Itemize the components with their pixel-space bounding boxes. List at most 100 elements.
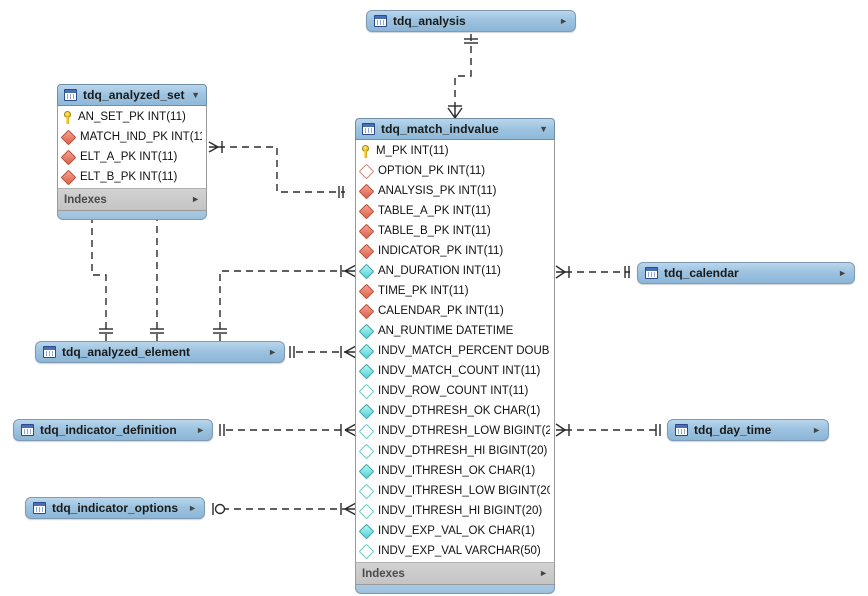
table-node-tdq_analysis[interactable]: tdq_analysis ► bbox=[366, 10, 576, 32]
table-field-row[interactable]: TABLE_A_PK INT(11) bbox=[356, 201, 554, 221]
column-diamond-icon bbox=[358, 543, 375, 559]
table-field-row[interactable]: AN_RUNTIME DATETIME bbox=[356, 321, 554, 341]
table-field-row[interactable]: INDV_ITHRESH_LOW BIGINT(20) bbox=[356, 481, 554, 501]
table-header[interactable]: tdq_match_indvalue ▼ bbox=[355, 118, 555, 140]
foreign-key-diamond-icon bbox=[358, 203, 375, 219]
table-field-row[interactable]: MATCH_IND_PK INT(11) bbox=[58, 127, 206, 147]
chevron-right-icon[interactable]: ► bbox=[838, 267, 847, 278]
column-diamond-icon bbox=[358, 503, 375, 519]
table-title: tdq_indicator_options bbox=[52, 501, 178, 515]
chevron-right-icon[interactable]: ► bbox=[191, 194, 200, 204]
column-diamond-icon bbox=[358, 403, 375, 419]
table-title: tdq_analysis bbox=[393, 14, 466, 28]
table-field-row[interactable]: AN_SET_PK INT(11) bbox=[58, 107, 206, 127]
foreign-key-diamond-icon bbox=[358, 183, 375, 199]
field-label: TIME_PK INT(11) bbox=[378, 285, 469, 297]
foreign-key-diamond-icon bbox=[60, 149, 77, 165]
field-icon bbox=[358, 203, 375, 219]
table-field-row[interactable]: ELT_A_PK INT(11) bbox=[58, 147, 206, 167]
field-label: ELT_A_PK INT(11) bbox=[80, 151, 178, 163]
field-icon bbox=[358, 423, 375, 439]
table-field-row[interactable]: TIME_PK INT(11) bbox=[356, 281, 554, 301]
indexes-label: Indexes bbox=[362, 567, 405, 580]
field-label: INDV_ITHRESH_OK CHAR(1) bbox=[378, 465, 536, 477]
chevron-right-icon[interactable]: ► bbox=[268, 346, 277, 357]
chevron-right-icon[interactable]: ► bbox=[188, 502, 197, 513]
table-field-row[interactable]: INDV_ITHRESH_HI BIGINT(20) bbox=[356, 501, 554, 521]
marker-crowsfoot-mi-top bbox=[447, 107, 463, 119]
chevron-down-icon[interactable]: ▼ bbox=[539, 123, 548, 134]
field-icon bbox=[358, 303, 375, 319]
table-icon bbox=[362, 123, 375, 135]
field-icon bbox=[358, 223, 375, 239]
table-field-row[interactable]: ANALYSIS_PK INT(11) bbox=[356, 181, 554, 201]
table-field-row[interactable]: INDV_MATCH_COUNT INT(11) bbox=[356, 361, 554, 381]
field-label: MATCH_IND_PK INT(11) bbox=[80, 131, 202, 143]
table-field-row[interactable]: AN_DURATION INT(11) bbox=[356, 261, 554, 281]
table-node-tdq_indicator_definition[interactable]: tdq_indicator_definition ► bbox=[13, 419, 213, 441]
field-label: INDV_MATCH_PERCENT DOUBLE bbox=[378, 345, 550, 357]
table-field-row[interactable]: INDICATOR_PK INT(11) bbox=[356, 241, 554, 261]
table-field-row[interactable]: TABLE_B_PK INT(11) bbox=[356, 221, 554, 241]
field-icon bbox=[358, 523, 375, 539]
field-icon bbox=[358, 543, 375, 559]
field-label: AN_DURATION INT(11) bbox=[378, 265, 501, 277]
indexes-row[interactable]: Indexes ► bbox=[57, 188, 207, 211]
table-field-row[interactable]: INDV_DTHRESH_LOW BIGINT(20) bbox=[356, 421, 554, 441]
table-field-row[interactable]: M_PK INT(11) bbox=[356, 141, 554, 161]
table-field-row[interactable]: CALENDAR_PK INT(11) bbox=[356, 301, 554, 321]
table-icon bbox=[21, 424, 34, 436]
table-field-row[interactable]: INDV_EXP_VAL VARCHAR(50) bbox=[356, 541, 554, 561]
chevron-right-icon[interactable]: ► bbox=[812, 424, 821, 435]
foreign-key-diamond-icon bbox=[358, 303, 375, 319]
marker-crowsfoot-mi-right430 bbox=[555, 423, 566, 437]
chevron-right-icon[interactable]: ► bbox=[539, 568, 548, 578]
indexes-row[interactable]: Indexes ► bbox=[355, 562, 555, 585]
table-field-list: AN_SET_PK INT(11) MATCH_IND_PK INT(11) ELT… bbox=[57, 106, 207, 188]
field-icon bbox=[358, 383, 375, 399]
key-icon bbox=[360, 144, 371, 158]
table-field-row[interactable]: INDV_MATCH_PERCENT DOUBLE bbox=[356, 341, 554, 361]
chevron-right-icon[interactable]: ► bbox=[559, 15, 568, 26]
link-analyzedset-matchindvalue bbox=[218, 146, 345, 193]
table-field-row[interactable]: INDV_EXP_VAL_OK CHAR(1) bbox=[356, 521, 554, 541]
marker-crowsfoot-mi-right272 bbox=[555, 265, 566, 279]
table-node-tdq_indicator_options[interactable]: tdq_indicator_options ► bbox=[25, 497, 205, 519]
field-label: ANALYSIS_PK INT(11) bbox=[378, 185, 497, 197]
table-field-row[interactable]: INDV_DTHRESH_HI BIGINT(20) bbox=[356, 441, 554, 461]
table-icon bbox=[645, 267, 658, 279]
field-icon bbox=[358, 183, 375, 199]
chevron-right-icon[interactable]: ► bbox=[196, 424, 205, 435]
field-label: INDV_ITHRESH_HI BIGINT(20) bbox=[378, 505, 543, 517]
field-label: CALENDAR_PK INT(11) bbox=[378, 305, 504, 317]
table-icon bbox=[43, 346, 56, 358]
table-title: tdq_analyzed_element bbox=[62, 345, 191, 359]
field-label: INDV_EXP_VAL VARCHAR(50) bbox=[378, 545, 541, 557]
table-node-tdq_calendar[interactable]: tdq_calendar ► bbox=[637, 262, 855, 284]
table-node-tdq_day_time[interactable]: tdq_day_time ► bbox=[667, 419, 829, 441]
table-field-row[interactable]: INDV_ROW_COUNT INT(11) bbox=[356, 381, 554, 401]
table-field-row[interactable]: INDV_ITHRESH_OK CHAR(1) bbox=[356, 461, 554, 481]
table-node-tdq_match_indvalue[interactable]: tdq_match_indvalue ▼ M_PK INT(11)OPTION_… bbox=[355, 118, 555, 594]
table-header[interactable]: tdq_analyzed_set ▼ bbox=[57, 84, 207, 106]
field-label: ELT_B_PK INT(11) bbox=[80, 171, 178, 183]
table-title: tdq_calendar bbox=[664, 266, 739, 280]
field-label: INDV_DTHRESH_HI BIGINT(20) bbox=[378, 445, 548, 457]
table-title: tdq_analyzed_set bbox=[83, 88, 185, 102]
field-label: TABLE_A_PK INT(11) bbox=[378, 205, 491, 217]
table-field-row[interactable]: OPTION_PK INT(11) bbox=[356, 161, 554, 181]
foreign-key-diamond-icon bbox=[358, 243, 375, 259]
field-label: AN_SET_PK INT(11) bbox=[78, 111, 186, 123]
table-field-row[interactable]: ELT_B_PK INT(11) bbox=[58, 167, 206, 187]
field-icon bbox=[358, 363, 375, 379]
table-node-tdq_analyzed_set[interactable]: tdq_analyzed_set ▼ AN_SET_PK INT(11) MATC… bbox=[57, 84, 207, 220]
field-icon bbox=[358, 443, 375, 459]
field-icon bbox=[358, 483, 375, 499]
chevron-down-icon[interactable]: ▼ bbox=[191, 89, 200, 100]
link-element-set-a bbox=[91, 212, 107, 341]
table-node-tdq_analyzed_element[interactable]: tdq_analyzed_element ► bbox=[35, 341, 285, 363]
marker-crowsfoot-set-right bbox=[208, 141, 219, 153]
field-icon bbox=[358, 343, 375, 359]
table-field-row[interactable]: INDV_DTHRESH_OK CHAR(1) bbox=[356, 401, 554, 421]
